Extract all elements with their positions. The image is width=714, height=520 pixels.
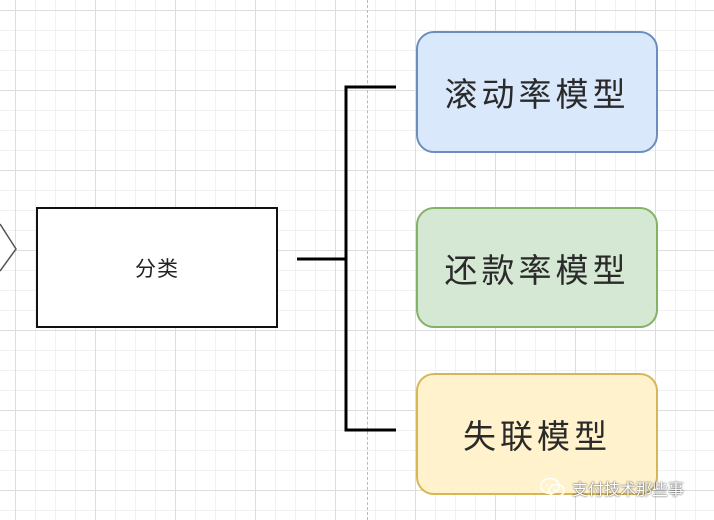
category-node[interactable]: 分类 — [36, 207, 278, 328]
model-node-label: 滚动率模型 — [444, 75, 630, 114]
model-node-label: 还款率模型 — [444, 250, 630, 290]
model-node-label: 失联模型 — [463, 417, 611, 456]
wechat-icon — [540, 477, 566, 499]
category-node-label: 分类 — [135, 256, 179, 281]
watermark: 支付技术那些事 — [540, 476, 684, 500]
watermark-text: 支付技术那些事 — [572, 480, 685, 499]
model-node-lost-contact[interactable]: 失联模型 — [416, 373, 658, 495]
previous-node-arrow — [0, 223, 17, 272]
model-node-rolling-rate[interactable]: 滚动率模型 — [416, 31, 658, 153]
vertical-guide-line — [367, 0, 368, 520]
model-node-repayment-rate[interactable]: 还款率模型 — [416, 207, 658, 328]
